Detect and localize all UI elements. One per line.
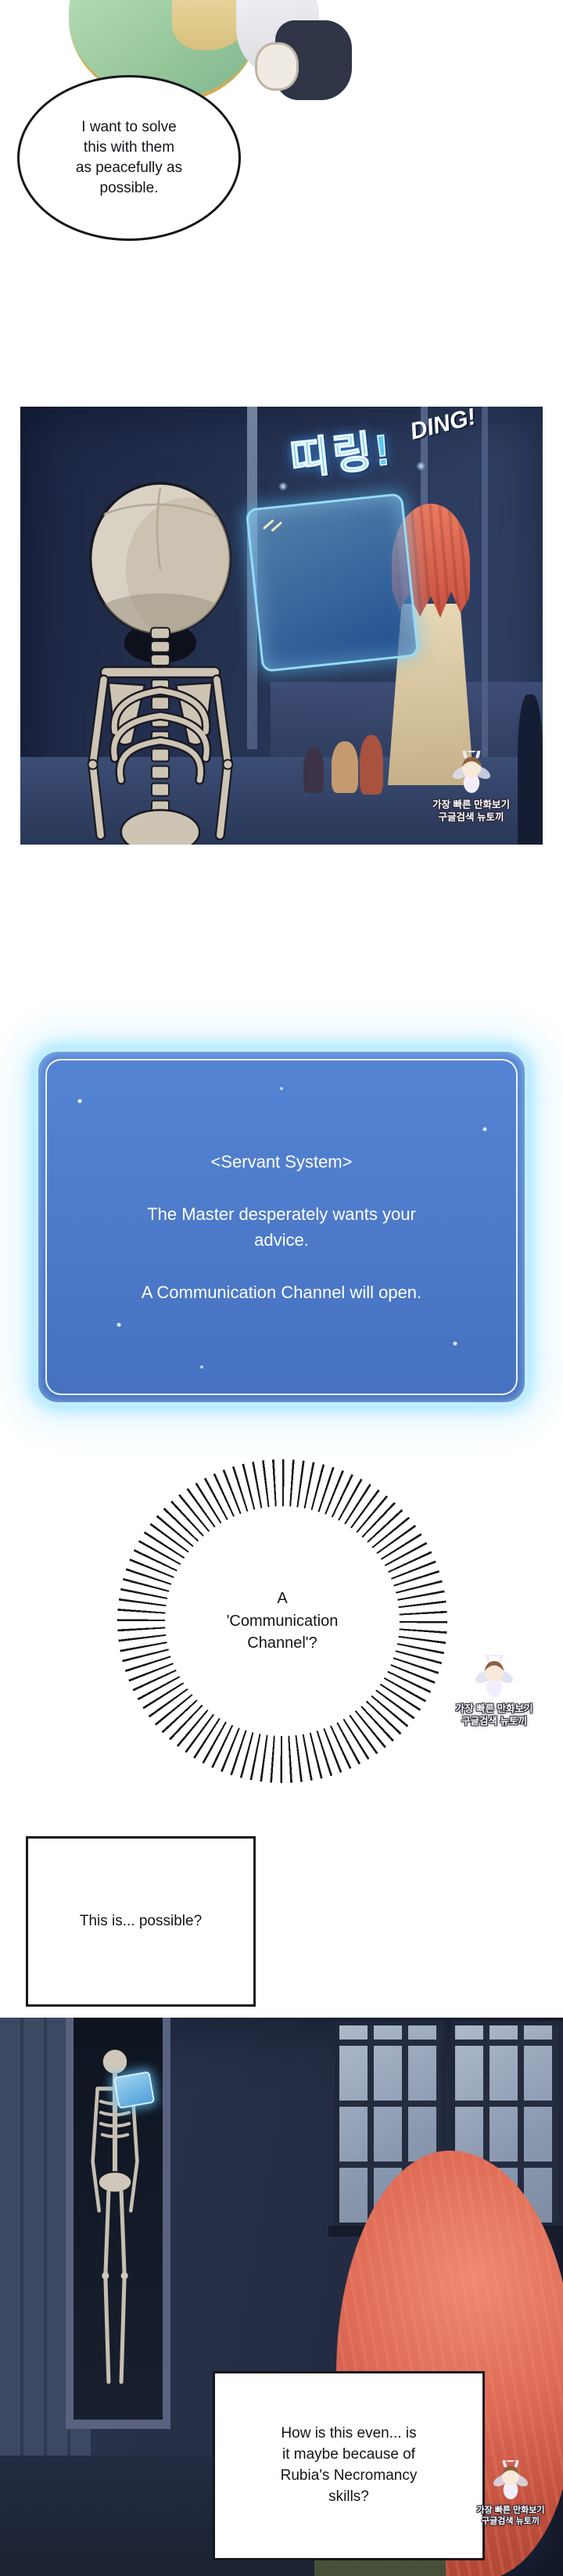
distant-figure <box>332 741 358 793</box>
sfx-korean-ding: 띠링! <box>287 425 396 485</box>
fairy-mascot-icon <box>493 2457 529 2499</box>
narration-box: This is... possible? <box>26 1836 256 2007</box>
watermark-text-line2: 구글검색 뉴토끼 <box>461 1716 527 1727</box>
screen-scribble-marks <box>262 518 274 530</box>
system-text-line: advice. <box>254 1230 309 1250</box>
speech-line: 'Communication <box>226 1612 339 1630</box>
panel-ding-scene: 띠링! DING! <box>20 407 543 845</box>
speech-line: this with them <box>83 138 175 156</box>
watermark-text-line1: 가장 빠른 만화보기 <box>476 2506 545 2515</box>
narration-line: skills? <box>328 2488 369 2505</box>
watermark-text-line1: 가장 빠른 만화보기 <box>455 1703 533 1714</box>
watermark: 가장 빠른 만화보기 구글검색 뉴토끼 <box>463 2457 558 2528</box>
watermark: 가장 빠른 만화보기 구글검색 뉴토끼 <box>407 747 536 824</box>
narration-line: it maybe because of <box>282 2446 416 2463</box>
system-message-panel: <Servant System> The Master desperately … <box>34 1048 529 1406</box>
belt-pouch <box>255 42 299 91</box>
narration-line: Rubia's Necromancy <box>280 2467 418 2484</box>
top-panel-art <box>69 0 358 119</box>
distant-figure <box>303 748 324 793</box>
sparkle-icon <box>416 461 425 471</box>
skeleton-back-view <box>87 482 234 845</box>
sfx-ding: DING! <box>407 407 479 445</box>
skeleton-standing <box>91 2048 139 2384</box>
speech-line: possible. <box>99 180 159 197</box>
system-screen-popup <box>245 493 420 673</box>
burst-speech-bubble: A 'Communication Channel'? <box>117 1459 447 1783</box>
system-text-line: A Communication Channel will open. <box>141 1283 422 1302</box>
system-text-line: The Master desperately wants your <box>147 1204 416 1224</box>
speech-line: A <box>277 1590 288 1608</box>
narration-line: How is this even... is <box>281 2425 417 2442</box>
watermark: 가장 빠른 만화보기 구글검색 뉴토끼 <box>435 1651 554 1728</box>
narration-box: How is this even... is it maybe because … <box>213 2371 485 2560</box>
system-title: <Servant System> <box>210 1152 353 1171</box>
watermark-text-line2: 구글검색 뉴토끼 <box>438 812 504 823</box>
speech-line: as peacefully as <box>75 160 183 176</box>
fairy-mascot-icon <box>475 1651 514 1697</box>
sparkle-icon <box>278 482 288 491</box>
watermark-text-line2: 구글검색 뉴토끼 <box>482 2517 540 2527</box>
watermark-text-line1: 가장 빠른 만화보기 <box>432 799 510 810</box>
system-screen-popup-small <box>113 2071 156 2109</box>
speech-line: I want to solve <box>81 118 177 135</box>
fairy-mascot-icon <box>452 747 490 793</box>
burst-bubble-text: A 'Communication Channel'? <box>165 1506 400 1736</box>
narration-text: This is... possible? <box>79 1912 203 1929</box>
distant-figure-silhouette <box>518 694 543 845</box>
distant-figure <box>360 735 383 795</box>
speech-line: Channel'? <box>247 1634 317 1652</box>
speech-bubble-peaceful: I want to solve this with them as peacef… <box>17 75 241 241</box>
door-frame <box>482 407 488 774</box>
system-message-body: <Servant System> The Master desperately … <box>45 1059 518 1395</box>
